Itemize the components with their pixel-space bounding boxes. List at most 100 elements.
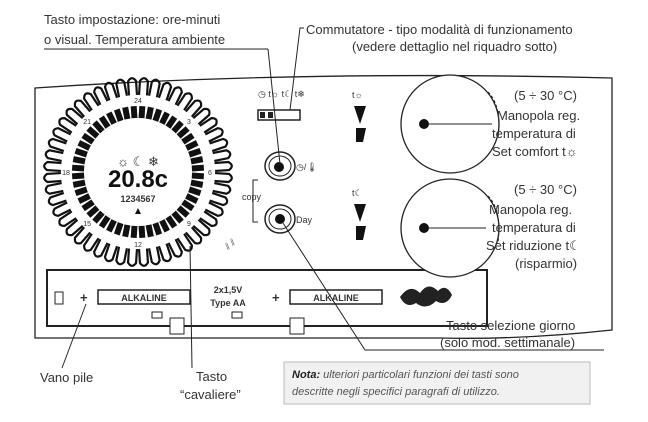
svg-text:Nota: ulteriori particolari fu: Nota: ulteriori particolari funzioni dei… — [292, 369, 519, 381]
clock-tick-label: 9 — [187, 221, 191, 228]
rider-tab[interactable] — [93, 238, 109, 258]
mode-switch[interactable]: ◷ t☼ t☾ t❄ — [257, 89, 305, 121]
battery-1 — [97, 289, 191, 305]
rider-tab[interactable] — [103, 243, 119, 263]
rider-tab[interactable] — [126, 248, 139, 267]
rider-tab[interactable] — [58, 116, 77, 134]
rider-tab[interactable] — [73, 99, 92, 118]
battery-compartment: ALKALINE ALKALINE + + 2x1,5V Type AA — [46, 269, 488, 335]
battery-2 — [289, 289, 383, 305]
reduction-range: (5 ÷ 30 °C) — [514, 182, 577, 197]
rider-tab[interactable] — [82, 92, 100, 111]
clock-tick-label: 21 — [83, 119, 91, 126]
spring-icon — [400, 286, 452, 307]
rider-tab[interactable] — [47, 191, 67, 207]
day-button[interactable]: Day — [264, 204, 313, 234]
battery-type: Type AA — [210, 298, 246, 308]
rider-tab[interactable] — [43, 171, 62, 184]
clock-tick-label: 24 — [134, 98, 142, 105]
svg-text:+: + — [80, 290, 88, 305]
day-button-label-1: Tasto selezione giorno — [446, 318, 575, 333]
rider-tab[interactable] — [82, 233, 100, 253]
inner-time-segment — [185, 193, 199, 204]
set-button-label-line1: Tasto impostazione: ore-minuti — [44, 12, 220, 27]
rider-tab[interactable] — [44, 182, 64, 195]
svg-text:+: + — [272, 290, 280, 305]
inner-time-segment — [171, 120, 184, 134]
rider-tab[interactable] — [199, 210, 219, 227]
inner-time-segment — [181, 132, 195, 145]
rider-tab[interactable] — [148, 246, 161, 266]
comfort-icon: t☼ — [352, 90, 363, 100]
rider-tab[interactable] — [157, 243, 173, 263]
rider-tab[interactable] — [65, 107, 84, 126]
note-line2: descritte negli specifici paragrafi di u… — [292, 386, 500, 398]
inner-time-segment — [92, 120, 105, 134]
inner-time-segment — [86, 126, 100, 139]
inner-time-segment — [77, 140, 91, 151]
inner-time-segment — [188, 186, 202, 197]
inner-time-segment — [122, 106, 131, 120]
rider-tab[interactable] — [167, 86, 183, 106]
rider-tab[interactable] — [214, 171, 233, 184]
inner-time-segment — [190, 156, 204, 165]
rider-tab[interactable] — [65, 218, 84, 237]
comfort-label-3: Set comfort t☼ — [492, 144, 578, 159]
rider-tab[interactable] — [199, 116, 219, 134]
rider-tab[interactable] — [58, 210, 77, 227]
rider-tab[interactable] — [44, 149, 64, 162]
clock-tick-label: 15 — [83, 221, 91, 228]
rider-tab[interactable] — [157, 81, 173, 101]
rider-tab[interactable] — [148, 78, 161, 98]
rider-label-2: “cavaliere” — [180, 387, 241, 402]
rider-tab[interactable] — [52, 127, 72, 143]
reduction-label-3: Set riduzione t☾ — [486, 238, 581, 253]
rider-tab[interactable] — [47, 137, 67, 153]
rider-tab[interactable] — [184, 99, 203, 118]
rider-tab[interactable] — [212, 182, 232, 195]
rider-tab[interactable] — [93, 86, 109, 106]
inner-time-segment — [152, 222, 163, 236]
rider-tab[interactable] — [214, 160, 233, 173]
set-button[interactable]: ◷/🌡 — [264, 151, 318, 181]
rider-tab[interactable] — [192, 107, 211, 126]
inner-time-segment — [113, 222, 124, 236]
rider-tab[interactable] — [137, 248, 150, 267]
rider-tab[interactable] — [184, 226, 203, 245]
inner-time-segment — [77, 193, 91, 204]
battery-spec: 2x1,5V — [214, 285, 243, 295]
temperature-readout: 20.8c — [108, 166, 168, 193]
day-label: Day — [296, 215, 313, 225]
battery-label: ALKALINE — [121, 293, 167, 303]
rider-tab[interactable] — [204, 201, 224, 217]
reduction-label-2: temperatura di — [492, 220, 576, 235]
rider-tab[interactable] — [167, 238, 183, 258]
switch-label-line1: Commutatore - tipo modalità di funzionam… — [306, 22, 573, 37]
inner-time-segment — [106, 111, 117, 125]
inner-time-segment — [191, 172, 205, 180]
rider-tab[interactable] — [73, 226, 92, 245]
rider-tab[interactable] — [43, 160, 62, 173]
rider-tab[interactable] — [126, 77, 139, 96]
battery-label: ALKALINE — [313, 293, 359, 303]
rider-tab[interactable] — [209, 137, 229, 153]
rider-tab[interactable] — [52, 201, 72, 217]
rider-tab[interactable] — [176, 92, 193, 111]
rider-tab[interactable] — [192, 218, 211, 237]
rider-tab[interactable] — [115, 246, 128, 266]
rider-tab[interactable] — [204, 127, 224, 143]
rider-tab[interactable] — [103, 81, 119, 101]
rider-tab[interactable] — [137, 77, 150, 96]
inner-time-segment — [113, 108, 124, 122]
inner-time-segment — [165, 115, 178, 129]
copy-label: copy — [242, 192, 262, 202]
inner-time-segment — [165, 215, 178, 229]
rider-tab[interactable] — [212, 149, 232, 162]
inner-time-segment — [159, 111, 170, 125]
rider-tab[interactable] — [115, 78, 128, 98]
reduction-label-4: (risparmio) — [515, 256, 577, 271]
inner-time-segment — [145, 106, 154, 120]
comfort-label-2: temperatura di — [492, 126, 576, 141]
rider-tab[interactable] — [209, 191, 229, 207]
inner-time-segment — [98, 215, 111, 229]
